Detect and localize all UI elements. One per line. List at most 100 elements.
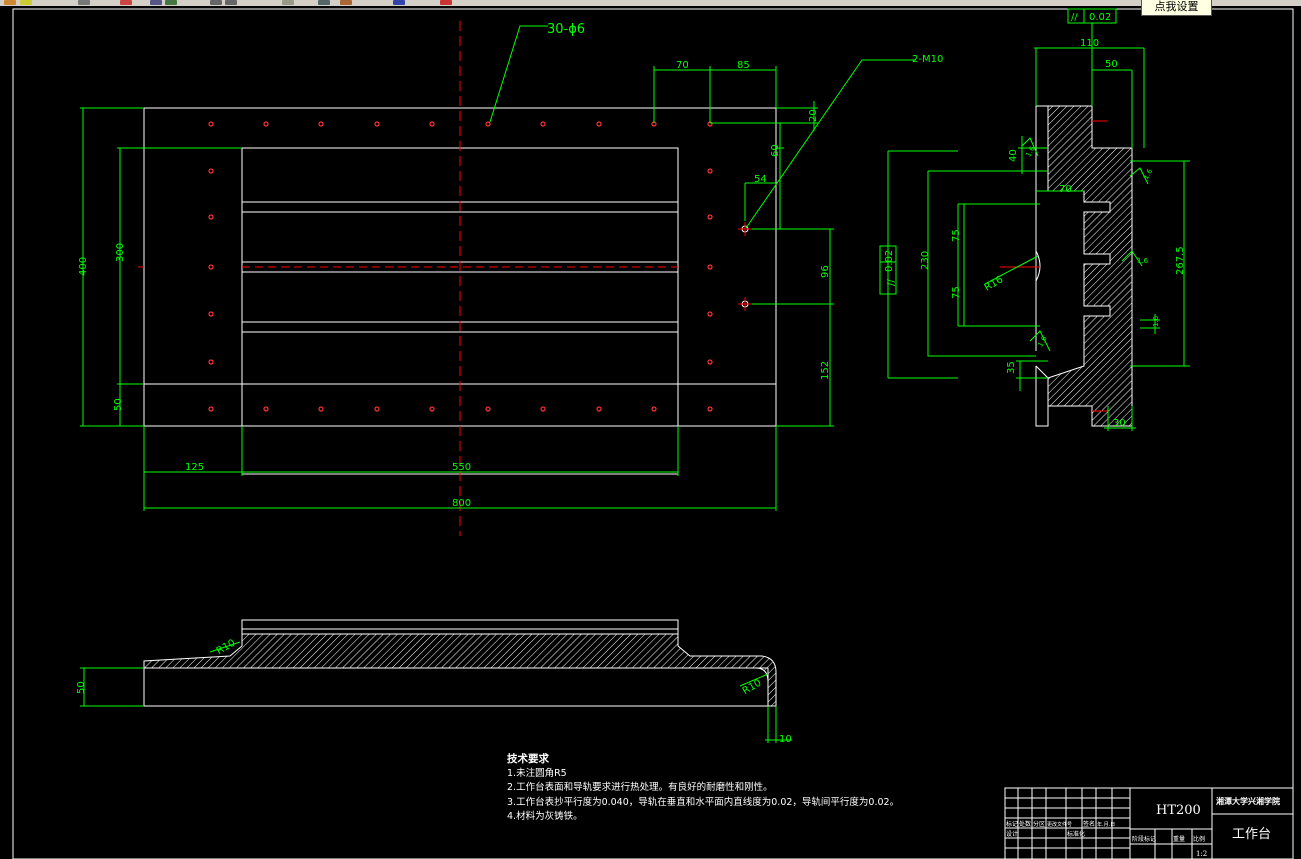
plan-holes [208, 121, 713, 412]
undo-icon[interactable] [210, 0, 222, 5]
threaded-holes [738, 222, 752, 311]
tb-label-2: 分区 [1033, 820, 1045, 828]
notes-title: 技术要求 [507, 753, 549, 765]
side-dim-110: 110 [1080, 38, 1099, 49]
plan-hole [596, 406, 602, 412]
cad-drawing-canvas: 30-ϕ6 2-M10 70 85 20 60 54 96 152 400 30… [12, 8, 1294, 859]
plan-hole [485, 121, 491, 127]
plan-hole [707, 406, 713, 412]
layer-icon[interactable] [393, 0, 405, 5]
tb-label-10: 比例 [1193, 835, 1205, 843]
front-view: R10 R10 50 10 [76, 619, 792, 745]
section-hatch-fill [1047, 105, 1133, 427]
tb-school: 湘潭大学兴湘学院 [1216, 796, 1280, 806]
tb-label-0: 标记 [1006, 820, 1018, 828]
cut-icon[interactable] [120, 0, 132, 5]
holes-callout: 30-ϕ6 [547, 22, 585, 37]
pan-icon[interactable] [282, 0, 294, 5]
side-dim-35: 35 [1006, 361, 1017, 374]
dim-400: 400 [78, 257, 89, 276]
tb-label-9: 重量 [1173, 835, 1185, 843]
side-dim-30: 30 [1113, 418, 1126, 429]
plan-hole [263, 406, 269, 412]
dim-54: 54 [754, 174, 767, 185]
side-parallel-top: 0.02 [1089, 12, 1111, 23]
plan-hole [596, 121, 602, 127]
plan-hole [318, 121, 324, 127]
side-dimension-lines [879, 8, 1190, 431]
plan-view: 30-ϕ6 2-M10 70 85 20 60 54 96 152 400 30… [78, 21, 943, 536]
plan-hole [208, 311, 214, 317]
plan-hole [318, 406, 324, 412]
note-item-2: 2.工作台表面和导轨要求进行热处理。有良好的耐磨性和刚性。 [507, 782, 773, 793]
dim-300: 300 [115, 243, 126, 262]
dim-152: 152 [820, 361, 831, 380]
parallel-symbol-left: // [886, 279, 897, 286]
side-dim-40: 40 [1008, 149, 1019, 162]
front-hatch [143, 633, 777, 707]
plan-hole [263, 121, 269, 127]
rough-1: 1.6 [1024, 144, 1037, 158]
plan-hole [485, 406, 491, 412]
help-icon[interactable] [440, 0, 452, 5]
side-dim-75b: 75 [951, 286, 962, 299]
tb-label-1: 处数 [1019, 820, 1031, 828]
plan-hole [208, 264, 214, 270]
tb-label-3: 更改文件号 [1047, 821, 1072, 828]
tb-label-4: 签名 [1083, 820, 1095, 828]
plan-hole [707, 311, 713, 317]
plan-hole [540, 121, 546, 127]
plan-hole [208, 121, 214, 127]
parallel-symbol-top: // [1071, 12, 1078, 23]
drawing-border [12, 8, 1294, 859]
side-parallel-left: 0.02 [884, 250, 895, 272]
tb-label-7: 标准化 [1067, 830, 1085, 838]
thread-callout: 2-M10 [912, 54, 943, 65]
plan-dimension-text: 30-ϕ6 2-M10 70 85 20 60 54 96 152 400 30… [78, 22, 943, 509]
tb-label-8: 阶段标记 [1132, 835, 1156, 843]
front-base [143, 667, 769, 707]
redo-icon[interactable] [225, 0, 237, 5]
front-dim-10: 10 [779, 734, 792, 745]
properties-icon[interactable] [340, 0, 352, 5]
rough-2: 1.6 [1142, 167, 1155, 181]
cad-toolbar [0, 0, 1301, 6]
dim-70: 70 [676, 60, 689, 71]
side-dim-70: 70 [1059, 184, 1072, 195]
rough-3: 1.6 [1137, 257, 1149, 265]
new-icon[interactable] [4, 0, 16, 5]
plan-hole [208, 359, 214, 365]
plan-hole [374, 121, 380, 127]
dim-50: 50 [113, 398, 124, 411]
dim-96: 96 [820, 265, 831, 278]
plan-hole [208, 168, 214, 174]
side-section-view: // 0.02 110 50 40 70 75 75 230 // 0.02 R… [879, 8, 1190, 431]
side-dim-230: 230 [920, 251, 931, 270]
dim-20: 20 [808, 109, 819, 122]
note-item-1: 1.未注圆角R5 [507, 767, 567, 779]
plan-hole [374, 406, 380, 412]
plan-hole [707, 214, 713, 220]
plan-dimension-lines [80, 25, 916, 511]
plan-hole [208, 214, 214, 220]
tb-part-name: 工作台 [1232, 827, 1271, 842]
zoom-icon[interactable] [318, 0, 330, 5]
tb-label-5: 年.月.日 [1097, 821, 1115, 828]
note-item-3: 3.工作台表抄平行度为0.040，导轨在垂直和水平面内直线度为0.02，导轨间平… [507, 796, 900, 808]
plan-hole [707, 359, 713, 365]
plan-hole [429, 406, 435, 412]
side-dim-50: 50 [1105, 59, 1118, 70]
rough-5: 1.6 [1152, 315, 1160, 327]
plan-hole [651, 406, 657, 412]
tooltip: 点我设置 [1141, 0, 1212, 16]
side-dim-267-5: 267.5 [1175, 246, 1186, 275]
paste-icon[interactable] [165, 0, 177, 5]
dim-125: 125 [185, 462, 204, 473]
tb-scale: 1:2 [1196, 850, 1207, 858]
tb-material: HT200 [1156, 803, 1201, 818]
open-icon[interactable] [20, 0, 32, 5]
plan-hole [429, 121, 435, 127]
save-icon[interactable] [78, 0, 90, 5]
front-rail [241, 619, 679, 635]
copy-icon[interactable] [150, 0, 162, 5]
